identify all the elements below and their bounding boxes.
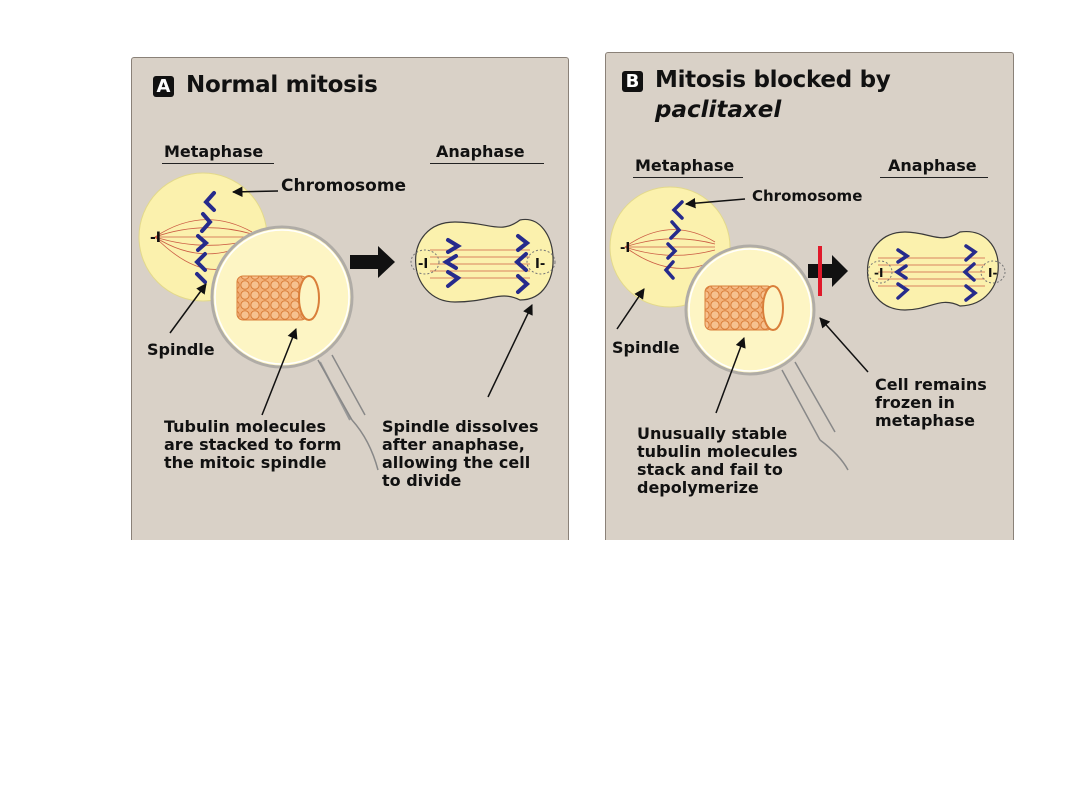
title-b-line-1: Mitosis blocked by [655,67,891,93]
svg-text:-I: -I [150,230,161,246]
chromosomes-a [194,191,216,284]
anaphase-cell-a: -I I- [410,219,556,303]
stable-note-b: Unusually stable tubulin molecules stack… [637,425,798,497]
dissolve-note-a: Spindle dissolves after anaphase, allowi… [382,418,538,490]
svg-text:-I: -I [620,241,630,256]
tubulin-note-a-line-1: Tubulin molecules [164,417,327,436]
title-a: Normal mitosis [186,72,378,98]
dissolve-note-a-line-4: to divide [382,471,462,490]
spindle-label-b: Spindle [612,338,680,357]
tubulin-note-a-line-3: the mitoic spindle [164,453,327,472]
metaphase-label-b: Metaphase [635,156,735,175]
badge-a: A [153,76,174,97]
metaphase-rule-b [633,177,743,178]
svg-text:I-: I- [535,257,545,272]
magnifier-b [684,244,849,471]
svg-text:I-: I- [988,266,997,280]
anaphase-cell-b: -I I- [866,231,1006,311]
stable-note-b-line-2: tubulin molecules [637,442,798,461]
dissolve-note-a-line-1: Spindle dissolves [382,417,539,436]
tubulin-note-a-line-2: are stacked to form [164,435,342,454]
badge-b: B [622,71,643,92]
anaphase-label-b: Anaphase [888,156,977,175]
chromosome-label-a: Chromosome [281,176,407,196]
dissolve-note-a-line-2: after anaphase, [382,435,525,454]
tubulin-stack-b [704,285,784,331]
frozen-note-b-line-1: Cell remains [875,375,987,394]
panel-b-art: -I [609,186,1006,471]
stable-note-b-line-3: stack and fail to [637,460,783,479]
svg-text:-I: -I [874,266,883,280]
svg-text:-I: -I [418,257,428,272]
title-b-line-2: paclitaxel [655,97,782,123]
frozen-note-b-line-2: frozen in [875,393,955,412]
metaphase-label-a: Metaphase [164,142,264,161]
panel-a-art: -I [138,172,556,471]
stable-note-b-line-4: depolymerize [637,478,759,497]
progress-arrow-a [350,246,395,278]
metaphase-rule-a [162,163,274,164]
frozen-note-b: Cell remains frozen in metaphase [875,376,987,430]
chromosome-label-b: Chromosome [752,187,863,205]
stable-note-b-line-1: Unusually stable [637,424,788,443]
frozen-note-b-line-3: metaphase [875,411,975,430]
anaphase-label-a: Anaphase [436,142,525,161]
dissolve-note-a-line-3: allowing the cell [382,453,531,472]
spindle-label-a: Spindle [147,340,215,359]
tubulin-note-a: Tubulin molecules are stacked to form th… [164,418,341,472]
anaphase-rule-b [880,177,988,178]
anaphase-rule-a [430,163,544,164]
progress-arrow-b [808,255,848,287]
tubulin-stack-a [236,275,320,321]
